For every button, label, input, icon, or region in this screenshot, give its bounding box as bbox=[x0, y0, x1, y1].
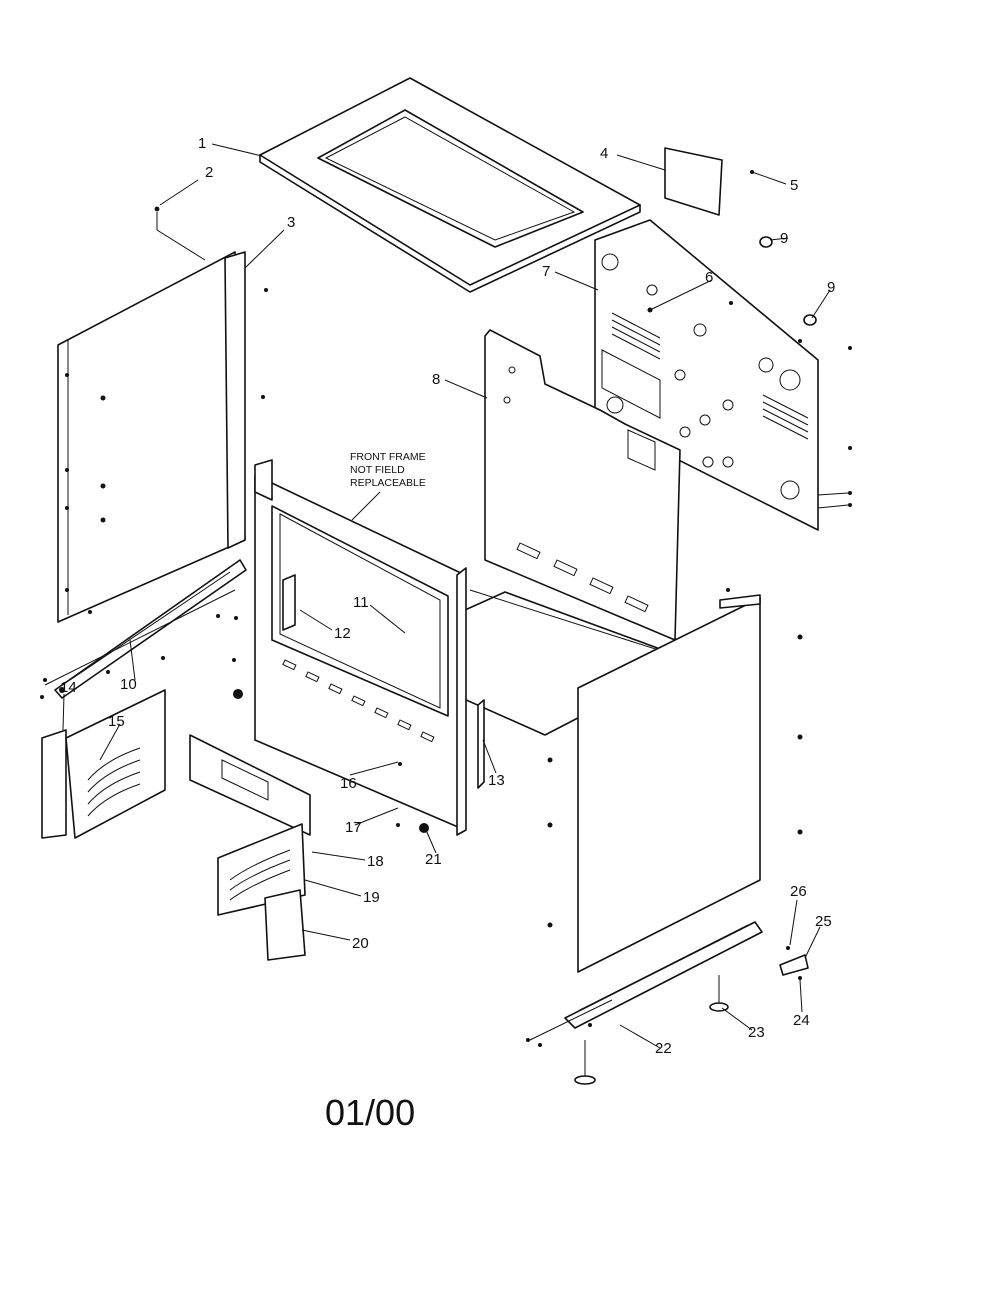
date-code: 01/00 bbox=[325, 1092, 415, 1133]
callout-7: 7 bbox=[542, 263, 550, 280]
note-line-3: REPLACEABLE bbox=[350, 477, 426, 489]
part-top-panel bbox=[259, 77, 641, 293]
callout-6: 6 bbox=[705, 269, 713, 286]
part-rear-lower-panel bbox=[484, 329, 681, 641]
callout-15: 15 bbox=[108, 713, 125, 730]
callout-19: 19 bbox=[363, 889, 380, 906]
note-line-2: NOT FIELD bbox=[350, 464, 405, 476]
part-left-side-panel bbox=[57, 251, 268, 623]
part-right-base-rail bbox=[526, 921, 809, 1085]
callout-24: 24 bbox=[793, 1012, 810, 1029]
part-front-lower-panels bbox=[41, 689, 311, 961]
callout-9a: 9 bbox=[780, 230, 788, 247]
callout-21: 21 bbox=[425, 851, 442, 868]
callout-8: 8 bbox=[432, 371, 440, 388]
callout-9b: 9 bbox=[827, 279, 835, 296]
callout-labels: 1 2 3 4 5 6 7 8 9 9 10 11 12 13 14 15 16… bbox=[60, 135, 835, 1057]
callout-25: 25 bbox=[815, 913, 832, 930]
part-front-frame bbox=[232, 459, 485, 836]
callout-12: 12 bbox=[334, 625, 351, 642]
part-rear-upper-panel bbox=[594, 147, 852, 531]
callout-17: 17 bbox=[345, 819, 362, 836]
callout-4: 4 bbox=[600, 145, 608, 162]
callout-13: 13 bbox=[488, 772, 505, 789]
note-line-1: FRONT FRAME bbox=[350, 451, 426, 463]
callout-23: 23 bbox=[748, 1024, 765, 1041]
callout-18: 18 bbox=[367, 853, 384, 870]
callout-14: 14 bbox=[60, 679, 77, 696]
front-frame-note: FRONT FRAME NOT FIELD REPLACEABLE bbox=[350, 451, 426, 521]
leader-lines bbox=[62, 143, 831, 1049]
callout-26: 26 bbox=[790, 883, 807, 900]
callout-1: 1 bbox=[198, 135, 206, 152]
part-left-base-rail bbox=[40, 559, 247, 699]
callout-5: 5 bbox=[790, 177, 798, 194]
callout-16: 16 bbox=[340, 775, 357, 792]
part-right-side-panel bbox=[547, 588, 803, 973]
callout-20: 20 bbox=[352, 935, 369, 952]
callout-22: 22 bbox=[655, 1040, 672, 1057]
callout-2: 2 bbox=[205, 164, 213, 181]
callout-10: 10 bbox=[120, 676, 137, 693]
callout-11: 11 bbox=[353, 594, 369, 611]
callout-3: 3 bbox=[287, 214, 295, 231]
